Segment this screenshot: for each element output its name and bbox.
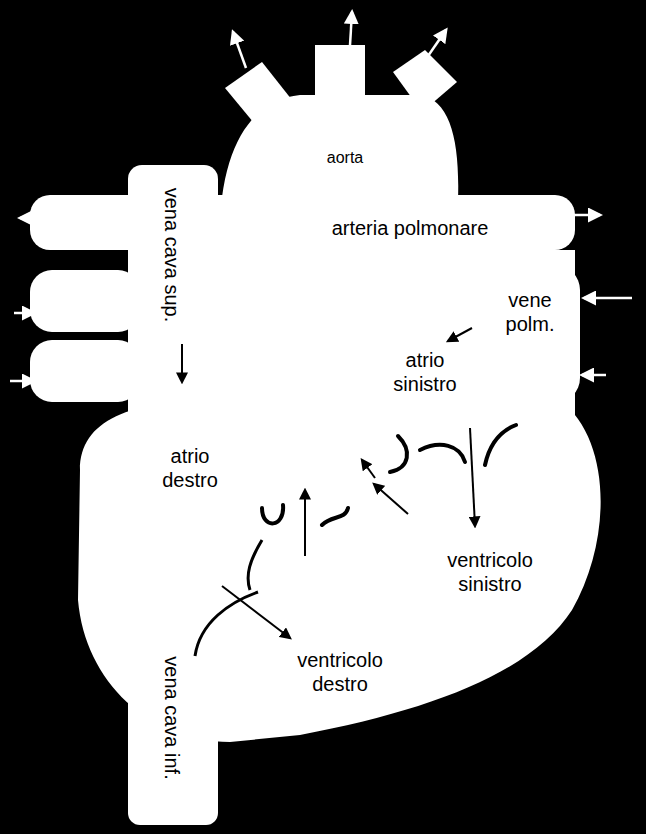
flow-curve [248, 540, 262, 590]
flow-arrow [304, 490, 306, 556]
flow-arrow [374, 484, 408, 514]
flow-arrow [10, 380, 34, 383]
valve-leaflet [322, 508, 348, 525]
chamber-label: atrio destro [145, 444, 235, 492]
flow-arrows-outside [10, 12, 632, 381]
vessel-label: aorta [327, 148, 363, 167]
flow-arrows-inside [182, 328, 475, 638]
valve-leaflet [262, 505, 283, 523]
chamber-label: ventricolo destro [280, 648, 400, 696]
flow-arrow [14, 312, 34, 315]
vessel-label: vene polm. [490, 288, 570, 336]
flow-curve [195, 592, 258, 656]
flow-arrow [233, 32, 246, 68]
right-pulmonary-vein [30, 340, 140, 402]
vessel-label: arteria polmonare [332, 216, 489, 240]
valves [262, 425, 516, 525]
flow-arrow [428, 30, 446, 56]
valve-leaflet [390, 436, 407, 472]
flow-arrow [565, 214, 600, 217]
flow-curves [195, 540, 262, 656]
right-pulmonary-vein [30, 270, 140, 332]
heart-silhouette [30, 45, 601, 825]
valve-leaflet [420, 445, 465, 462]
flow-arrow [584, 297, 632, 300]
inferior-vena-cava [128, 600, 218, 825]
pulmonary-artery [30, 195, 575, 250]
vessel-label: vena cava sup. [160, 188, 184, 323]
chamber-label: atrio sinistro [375, 348, 475, 396]
vessel-label: vena cava inf. [160, 656, 184, 779]
flow-arrow [181, 344, 183, 382]
chamber-label: ventricolo sinistro [425, 548, 555, 596]
flow-arrow [470, 428, 475, 526]
valve-leaflet [485, 425, 516, 465]
flow-arrow [582, 374, 606, 377]
flow-arrow [362, 460, 375, 478]
flow-arrow [20, 217, 42, 220]
flow-arrow [350, 12, 352, 45]
flow-arrow [448, 328, 472, 341]
